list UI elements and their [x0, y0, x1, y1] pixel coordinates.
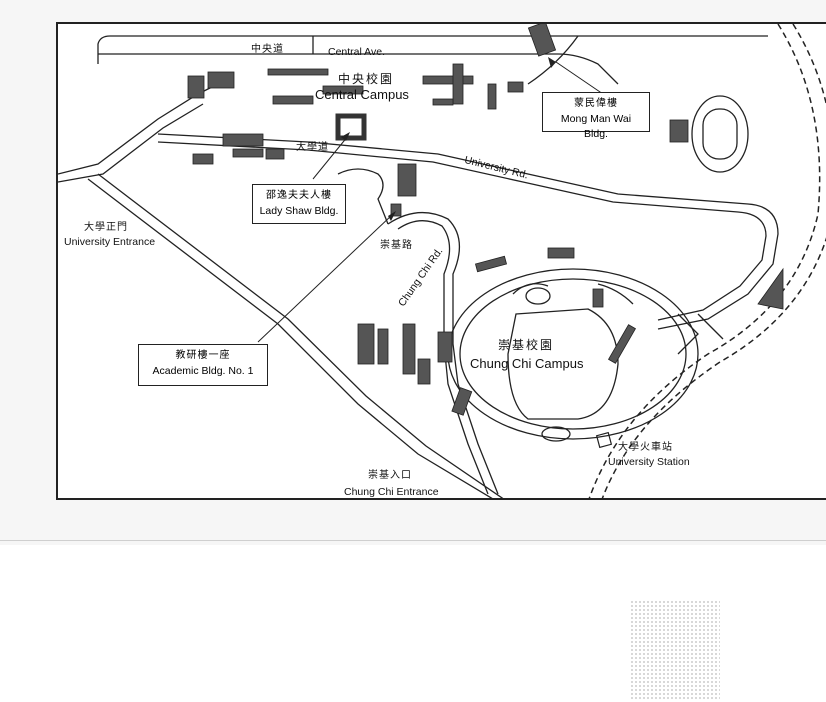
- buildings: [187, 24, 784, 416]
- chung-chi-field: [507, 308, 619, 420]
- callout-mong-man-wai: 蒙民偉樓 Mong Man Wai Bldg.: [542, 92, 650, 140]
- map-drawing: [58, 24, 826, 498]
- campus-map: 中央道 Central Ave. 大學道 University Rd. 崇基路 …: [56, 22, 826, 500]
- academic-bldg-arrow: [388, 211, 396, 221]
- road-to-entrance: [58, 83, 219, 175]
- callout-leaders: [257, 61, 604, 343]
- mong-man-wai-arrow: [548, 57, 556, 68]
- callout-lady-shaw: 邵逸夫夫人樓 Lady Shaw Bldg.: [252, 184, 346, 224]
- chung-chi-outer-ring: [447, 268, 699, 440]
- university-station-label-zh: 大學火車站: [618, 442, 673, 453]
- university-entrance-label-en: University Entrance: [64, 236, 156, 248]
- central-campus-label-en: Central Campus: [315, 87, 409, 102]
- mong-man-wai-label-zh: 蒙民偉樓: [574, 98, 618, 109]
- central-ave-label-zh: 中央道: [251, 44, 284, 55]
- chung-chi-campus-label-en: Chung Chi Campus: [470, 356, 584, 371]
- road-network: [58, 35, 779, 498]
- chung-chi-entrance-label-zh: 崇基入口: [368, 470, 412, 481]
- central-ave-label-en: Central Ave.: [328, 46, 386, 58]
- university-rd-label-zh: 大學道: [296, 142, 329, 153]
- chung-chi-rd-label-zh: 崇基路: [380, 240, 413, 251]
- academic-no1-label-en: Academic Bldg. No. 1: [152, 364, 254, 377]
- station-marker: [595, 431, 613, 449]
- university-entrance-label-zh: 大學正門: [84, 222, 128, 233]
- lady-shaw-label-en: Lady Shaw Bldg.: [259, 204, 339, 217]
- lady-shaw-arrow: [341, 132, 350, 141]
- chung-chi-entrance-label-en: Chung Chi Entrance: [344, 486, 439, 498]
- academic-no1-label-zh: 教研樓一座: [175, 350, 231, 361]
- road-university-rd: [157, 133, 779, 330]
- lady-shaw-label-zh: 邵逸夫夫人樓: [266, 190, 332, 201]
- road-chung-chi-rd: [387, 211, 499, 495]
- central-campus-label-zh: 中央校園: [338, 72, 395, 86]
- road-diagonal-south: [87, 178, 493, 498]
- mong-man-wai-label-en: Mong Man Wai Bldg.: [560, 112, 632, 140]
- scan-noise: [630, 600, 720, 700]
- railway-line: [588, 24, 826, 498]
- chung-chi-campus-label-zh: 崇基校園: [498, 338, 555, 352]
- sports-track: [691, 95, 749, 173]
- callout-academic-bldg-no1: 教研樓一座 Academic Bldg. No. 1: [138, 344, 268, 386]
- page-edge: [0, 540, 826, 541]
- university-station-label-en: University Station: [608, 456, 690, 468]
- road-central-ave: [97, 35, 768, 64]
